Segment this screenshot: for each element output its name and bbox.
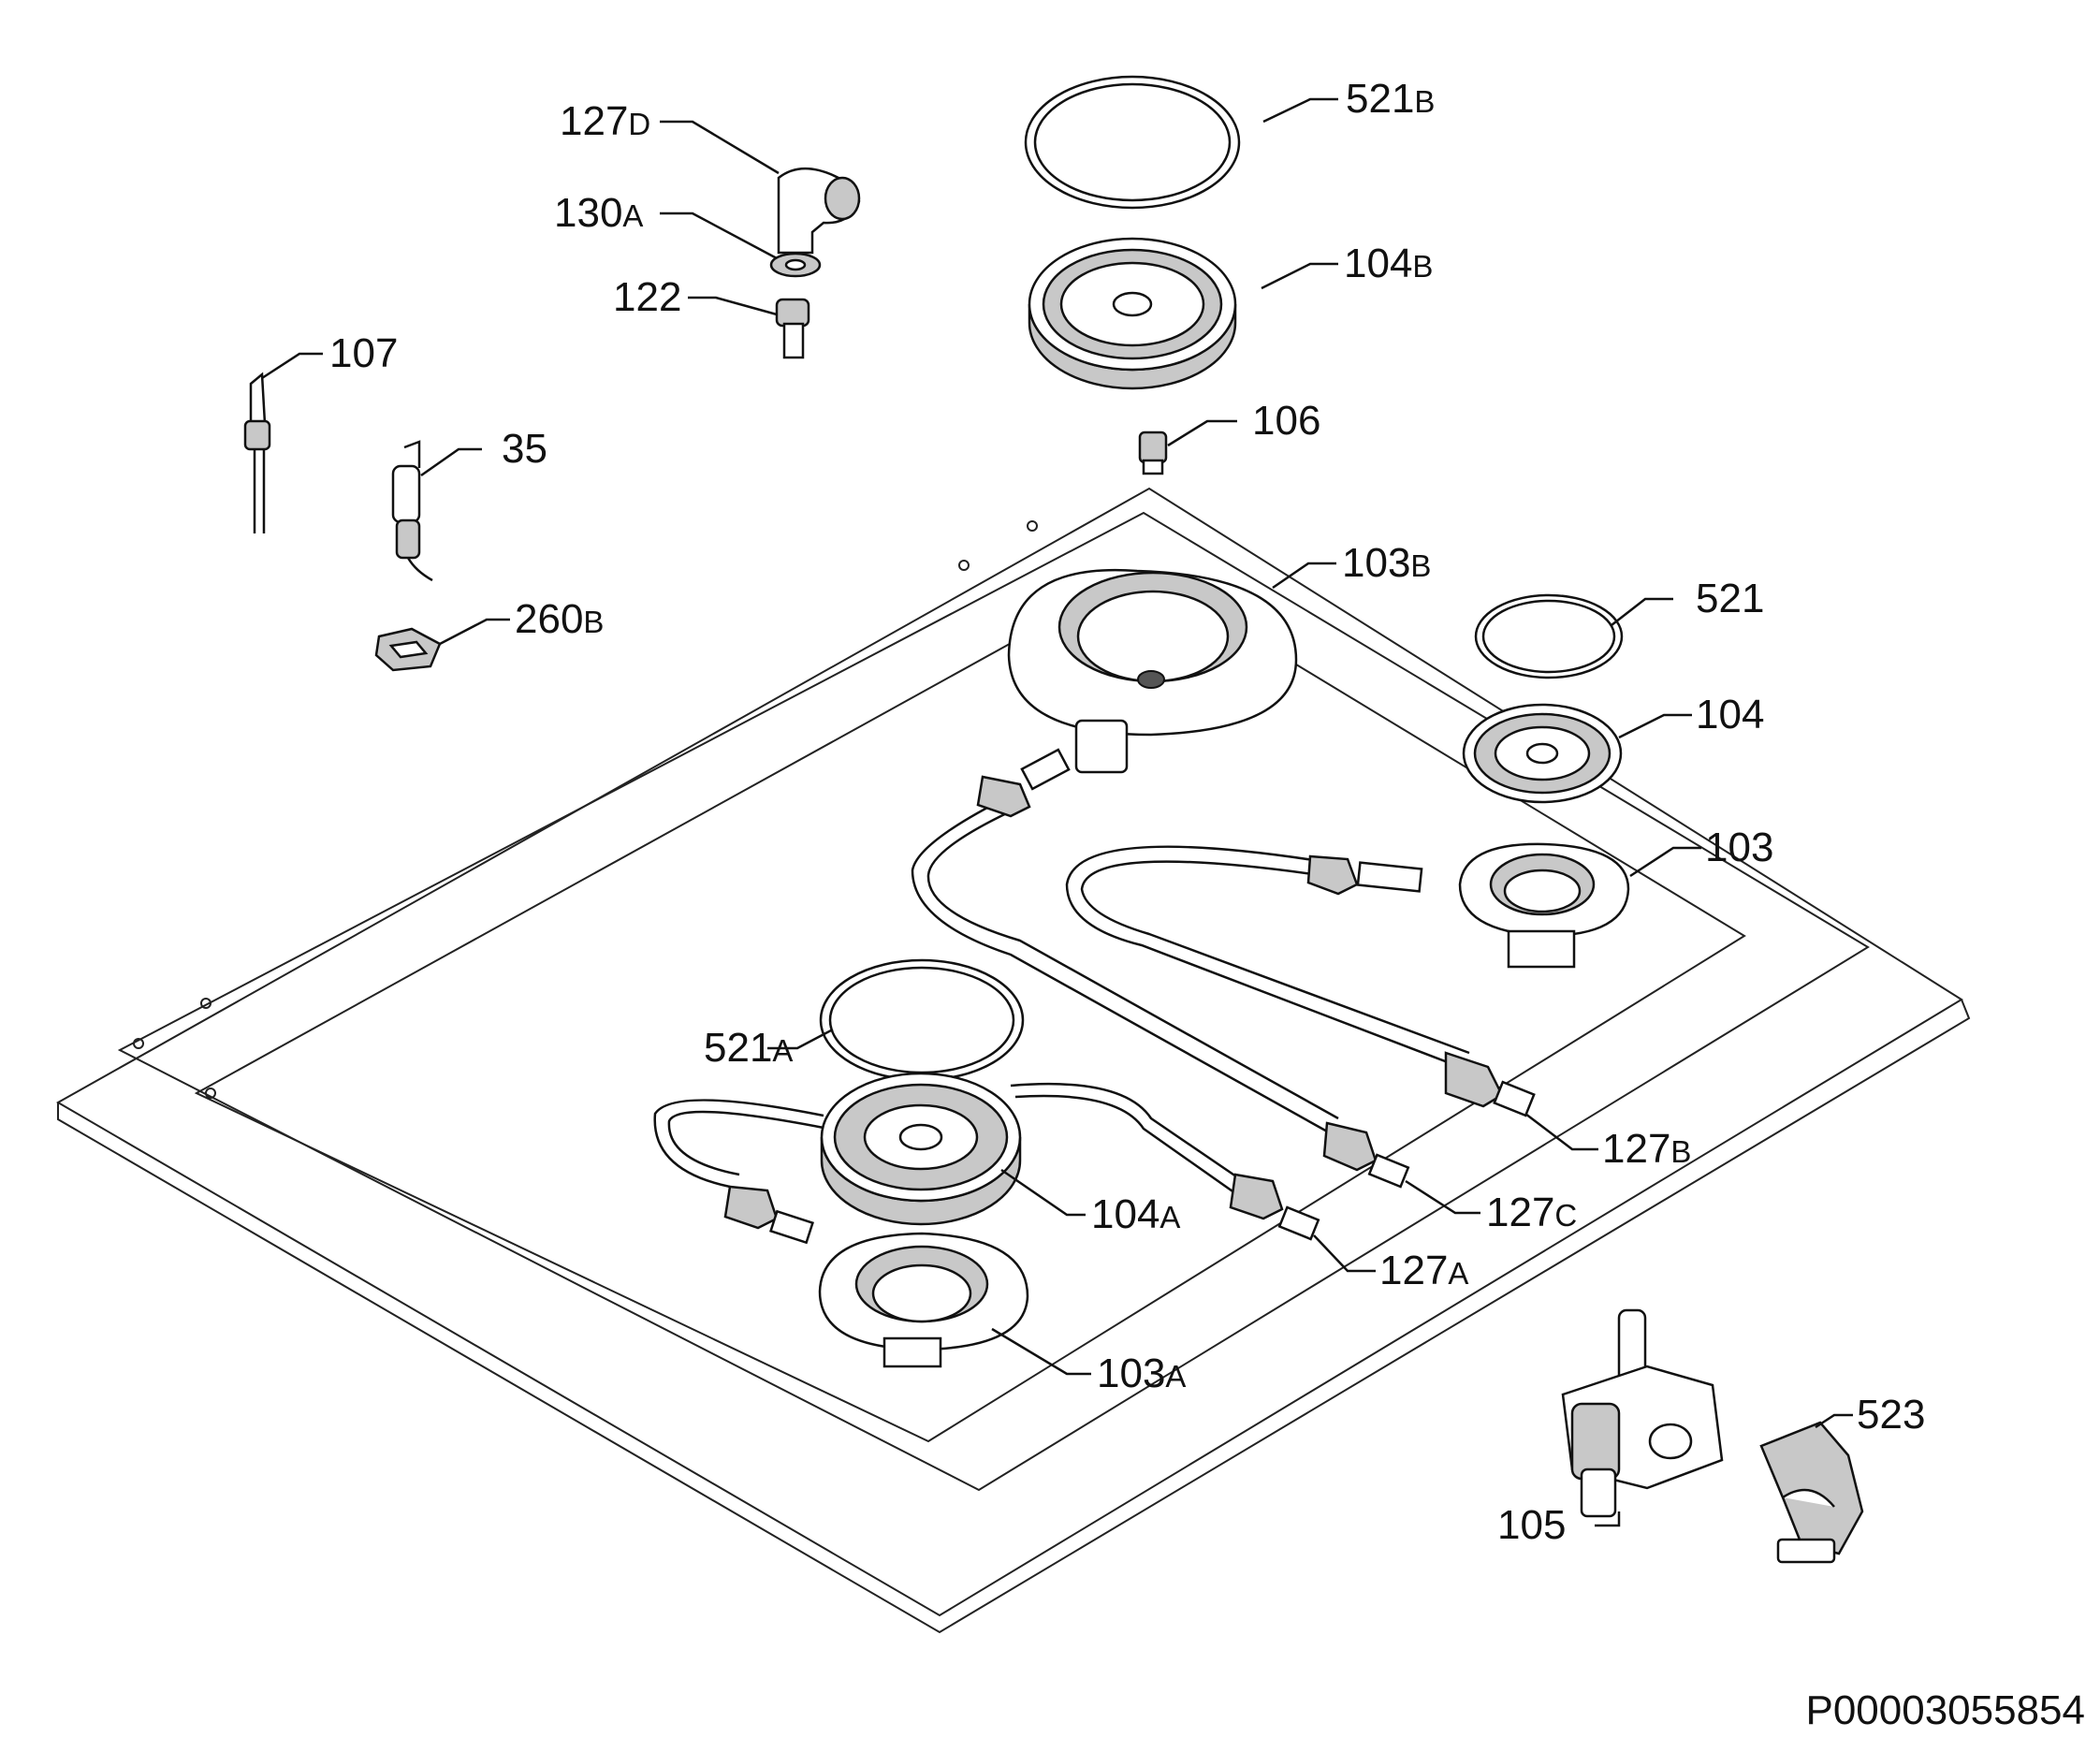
- label-105: 105: [1497, 1502, 1566, 1548]
- burner-base-103a: [818, 1232, 1029, 1368]
- ignition-electrode-35: [391, 440, 433, 582]
- label-127b: 127B: [1602, 1126, 1691, 1172]
- callout-labels: 127D 130A 122 107 35 260B 521B 104B 106 …: [329, 76, 1925, 1548]
- pipe-fitting-127d: [777, 167, 861, 255]
- burner-crown-104a: [820, 1072, 1022, 1226]
- label-521: 521: [1696, 576, 1764, 621]
- clip-260b: [374, 627, 442, 672]
- clamp-523: [1759, 1421, 1864, 1564]
- label-127c: 127C: [1486, 1190, 1577, 1235]
- burner-cap-ring-521b: [1024, 75, 1241, 210]
- burner-crown-104b: [1028, 237, 1237, 390]
- washer-130a: [769, 252, 822, 278]
- label-127d: 127D: [560, 98, 650, 144]
- label-523: 523: [1857, 1392, 1925, 1438]
- burner-cap-ring-521a: [819, 958, 1025, 1082]
- hob-top-panel: [55, 487, 1971, 1634]
- label-35: 35: [502, 426, 547, 472]
- label-107: 107: [329, 330, 398, 376]
- label-104a: 104A: [1091, 1191, 1180, 1237]
- fitting-127a: [1229, 1173, 1320, 1241]
- fitting-127c: [1322, 1121, 1410, 1189]
- burner-cap-ring-521: [1474, 593, 1624, 679]
- label-260b: 260B: [515, 596, 604, 642]
- gas-tap-valve-105: [1561, 1308, 1724, 1518]
- label-106: 106: [1252, 398, 1320, 444]
- label-103b: 103B: [1342, 540, 1431, 586]
- label-104b: 104B: [1344, 241, 1433, 286]
- label-103: 103: [1705, 825, 1773, 870]
- label-521b: 521B: [1346, 76, 1435, 122]
- fitting-127b: [1444, 1051, 1536, 1117]
- leader-lines: [261, 97, 1853, 1527]
- burner-base-103b: [1007, 568, 1298, 774]
- injector-nozzle-106: [1138, 431, 1168, 475]
- thermocouple-107: [243, 372, 271, 533]
- gas-pipes: [653, 794, 1470, 1202]
- label-122: 122: [613, 274, 681, 320]
- label-521a: 521A: [704, 1025, 793, 1071]
- reference-code: P00003055854: [1805, 1687, 2085, 1733]
- burner-base-103: [1458, 842, 1630, 969]
- label-104: 104: [1696, 692, 1764, 737]
- label-130a: 130A: [554, 190, 643, 236]
- fitting-top-b: [976, 748, 1071, 818]
- fitting-front-left: [723, 1185, 814, 1245]
- burner-crown-104: [1462, 703, 1623, 804]
- label-103a: 103A: [1097, 1350, 1186, 1396]
- fitting-right: [1306, 854, 1423, 896]
- label-127a: 127A: [1379, 1248, 1468, 1293]
- fitting-122: [775, 298, 810, 359]
